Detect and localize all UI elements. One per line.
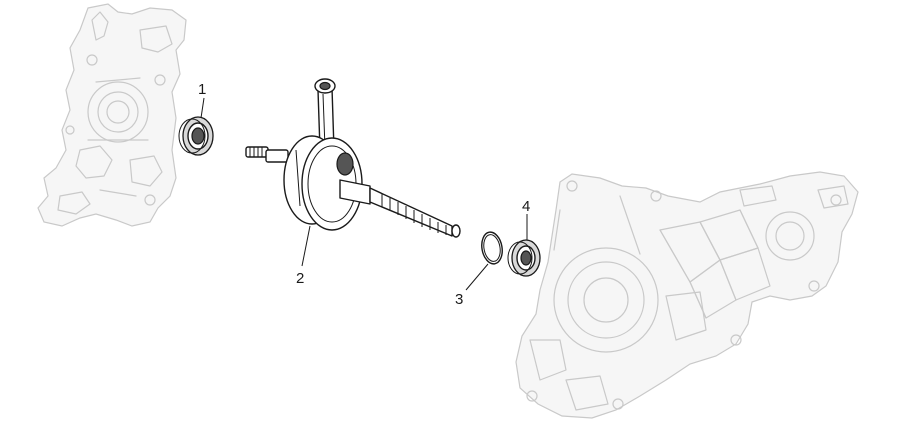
callout-4: 4 <box>522 198 530 215</box>
o-ring-part-3 <box>481 231 503 265</box>
left-crankcase-half <box>37 3 187 227</box>
bearing-part-1 <box>178 116 214 156</box>
leader-line-3 <box>465 263 489 291</box>
leader-line-1 <box>200 97 205 119</box>
callout-3: 3 <box>455 291 463 308</box>
crankshaft-part-2 <box>245 78 461 238</box>
leader-line-2 <box>301 225 311 267</box>
callout-2: 2 <box>296 270 304 287</box>
bearing-part-4 <box>507 239 541 277</box>
callout-1: 1 <box>198 81 206 98</box>
right-crankcase-half <box>515 171 859 419</box>
